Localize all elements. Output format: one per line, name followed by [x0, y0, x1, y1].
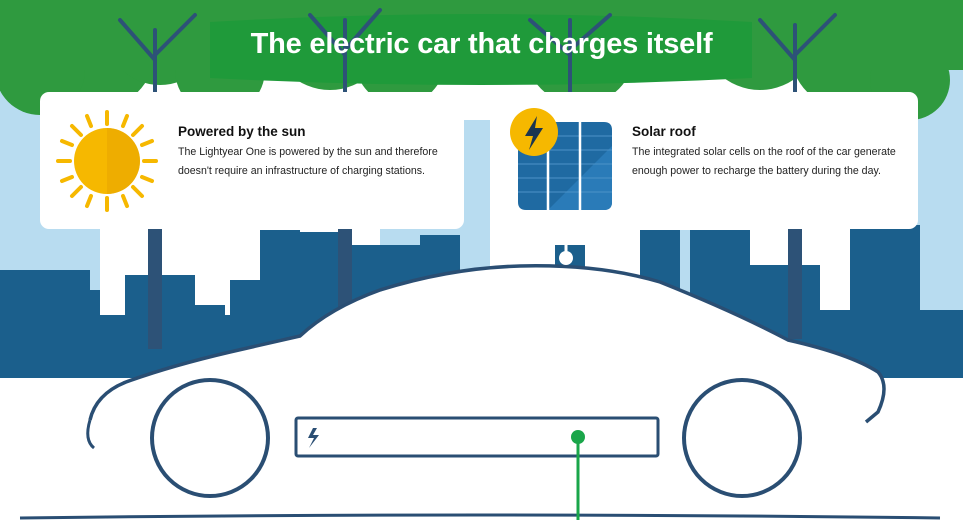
- card-body: The Lightyear One is powered by the sun …: [178, 146, 438, 177]
- front-wheel: [682, 378, 802, 498]
- rear-wheel: [150, 378, 270, 498]
- lightning-icon: [308, 428, 319, 448]
- connector-dot: [571, 430, 585, 444]
- trees: [0, 0, 963, 120]
- car: [19, 229, 941, 520]
- card-heading: Solar roof: [632, 124, 696, 139]
- page-title: The electric car that charges itself: [250, 28, 713, 60]
- card-heading: Powered by the sun: [178, 124, 306, 139]
- solar-panel-icon: [510, 108, 612, 210]
- lightning-icon: [525, 116, 543, 150]
- card-solar-roof: Solar roof The integrated solar cells on…: [494, 92, 918, 229]
- battery-icon: [294, 416, 660, 458]
- roof-connector-dot: [559, 251, 573, 265]
- card-body: The integrated solar cells on the roof o…: [632, 146, 896, 177]
- sun-icon: [56, 110, 158, 212]
- card-powered-by-sun: Powered by the sun The Lightyear One is …: [40, 92, 464, 229]
